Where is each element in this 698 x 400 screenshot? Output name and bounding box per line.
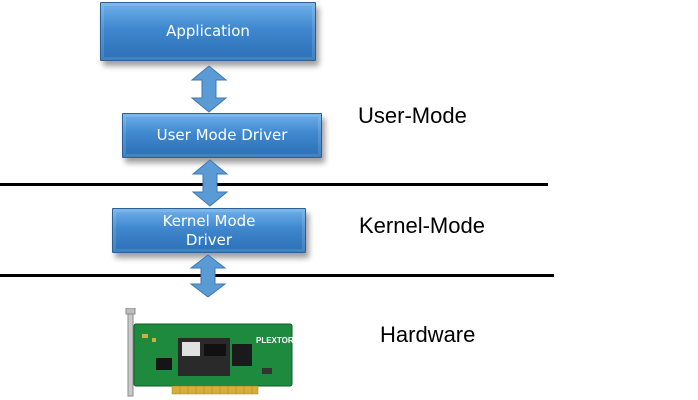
brand-text: PLEXTOR [256, 336, 294, 345]
arrow-user-driver-kernel-driver [191, 159, 229, 207]
user-mode-label: User-Mode [358, 103, 467, 128]
kernel-mode-driver-box: Kernel Mode Driver [112, 208, 306, 253]
kernel-mode-driver-label: Kernel Mode Driver [162, 211, 256, 249]
kernel-hardware-boundary-line [0, 274, 554, 277]
pcie-ssd-card-image: PLEXTOR [125, 308, 294, 397]
arrow-application-user-driver [190, 65, 228, 113]
user-mode-driver-label: User Mode Driver [156, 126, 288, 144]
user-kernel-boundary-line [0, 183, 548, 186]
kernel-mode-label: Kernel-Mode [359, 213, 485, 238]
application-label: Application [166, 22, 250, 40]
application-box: Application [100, 2, 316, 61]
hardware-label: Hardware [380, 322, 476, 347]
user-mode-driver-box: User Mode Driver [122, 113, 322, 158]
arrow-kernel-driver-hardware [189, 254, 227, 298]
